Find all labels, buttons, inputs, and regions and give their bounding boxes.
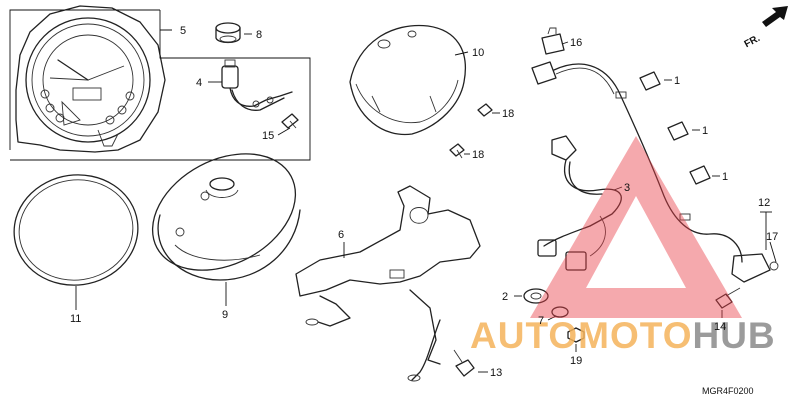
watermark-hub: HUB <box>692 315 775 356</box>
callout-2: 2 <box>502 291 508 303</box>
callout-1-upper: 1 <box>674 75 680 87</box>
callout-4: 4 <box>196 77 202 89</box>
lower-cover <box>349 24 466 136</box>
clamp-1-middle <box>667 121 689 141</box>
wire-harness <box>537 135 622 271</box>
meter-stay <box>295 185 481 382</box>
bolt-18-upper <box>477 103 493 117</box>
callout-13: 13 <box>490 367 502 379</box>
callout-18-lower: 18 <box>472 149 484 161</box>
callout-11: 11 <box>70 313 81 325</box>
svg-text:AUTOMOTOHUB: AUTOMOTOHUB <box>470 315 776 356</box>
bolt-14 <box>715 287 741 309</box>
callout-18-upper: 18 <box>502 108 514 120</box>
callout-6: 6 <box>338 229 344 241</box>
speed-sensor-cable <box>531 61 779 283</box>
callout-12: 12 <box>758 197 770 209</box>
watermark: AUTOMOTOHUB <box>470 136 776 356</box>
callouts: 5 8 4 15 10 18 18 16 1 1 1 3 12 17 6 2 7… <box>70 25 778 379</box>
rubber-ring <box>13 174 139 286</box>
speedometer <box>15 5 166 153</box>
nut-19 <box>567 327 585 343</box>
callout-8: 8 <box>256 29 262 41</box>
watermark-moto: MOTO <box>578 315 692 356</box>
bracket-5 <box>9 9 311 161</box>
bolt-18-lower <box>449 143 465 159</box>
socket-harness <box>221 59 299 129</box>
watermark-auto: AUTO <box>470 315 578 356</box>
figure-code: MGR4F0200 <box>702 386 754 396</box>
direction-arrow: FR. <box>743 6 788 50</box>
callout-19: 19 <box>570 355 582 367</box>
svg-text:FR.: FR. <box>743 33 763 50</box>
callout-15: 15 <box>262 130 274 142</box>
clamp-1-lower <box>689 165 711 185</box>
callout-17: 17 <box>766 231 778 243</box>
callout-3: 3 <box>624 182 630 194</box>
callout-1-middle: 1 <box>702 125 708 137</box>
callout-1-lower: 1 <box>722 171 728 183</box>
watermark-triangle-logo <box>530 136 742 318</box>
collar-2 <box>523 288 549 304</box>
callout-10: 10 <box>472 47 484 59</box>
grommet <box>215 22 241 44</box>
callout-14: 14 <box>714 321 726 333</box>
callout-16: 16 <box>570 37 582 49</box>
bolt-13 <box>453 349 475 377</box>
leader-lines <box>75 33 777 373</box>
washer-7 <box>551 306 569 318</box>
callout-9: 9 <box>222 309 228 321</box>
clamp-1-upper <box>639 71 661 91</box>
clamp-16 <box>541 27 565 55</box>
meter-case <box>151 153 301 281</box>
callout-5: 5 <box>180 25 186 37</box>
callout-7: 7 <box>538 315 544 327</box>
